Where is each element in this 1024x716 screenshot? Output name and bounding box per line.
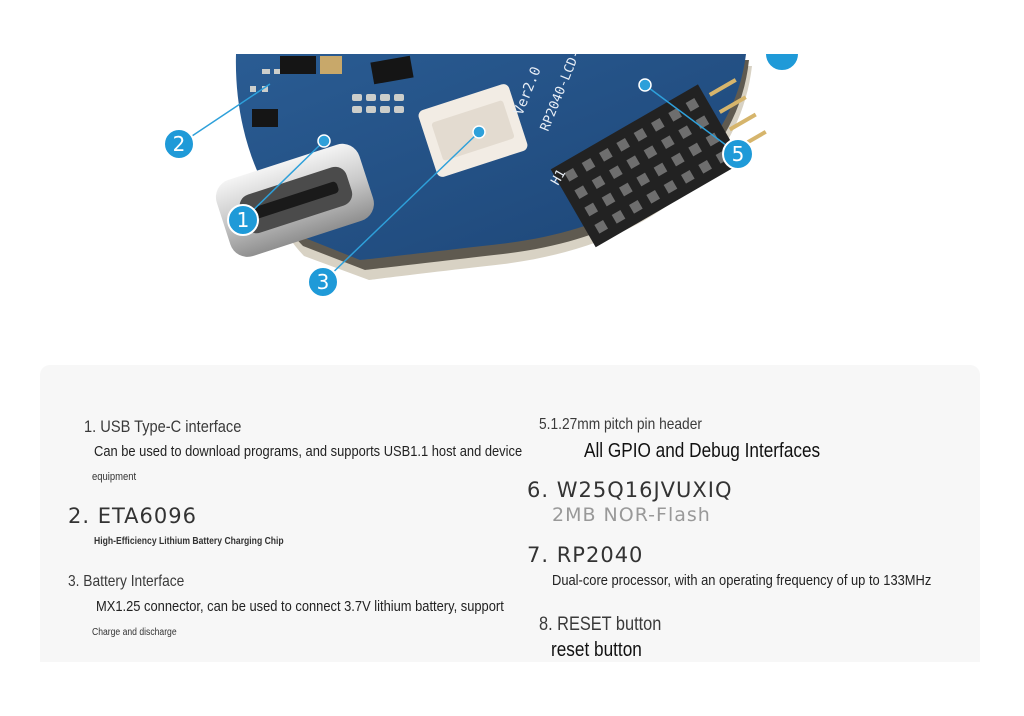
feature-2-desc: High-Efficiency Lithium Battery Charging… [94,536,284,547]
callout-3: 3 [307,266,339,298]
silkscreen-h1: H1 [548,167,569,188]
feature-6-desc: 2MB NOR-Flash [552,504,711,526]
feature-5-heading: 5.1.27mm pitch pin header [539,416,702,433]
feature-3-heading: 3. Battery Interface [68,573,185,590]
feature-3-desc-cont: Charge and discharge [92,627,177,638]
board-illustration: Ver2.0 RP2040-LCD-1.28 H1 [179,19,800,283]
callout-5: 5 [722,138,754,170]
feature-1-desc-cont: equipment [92,471,137,483]
feature-2-heading: 2. ETA6096 [68,504,197,528]
product-photo: Ver2.0 RP2040-LCD-1.28 H1 1 2 3 5 [0,19,1024,354]
features-card: 1. USB Type-C interface Can be used to d… [40,365,980,662]
feature-3-desc: MX1.25 connector, can be used to connect… [96,598,504,615]
feature-7-heading: 7. RP2040 [527,543,644,567]
feature-1-desc: Can be used to download programs, and su… [94,443,523,460]
feature-8-heading: 8. RESET button [539,614,662,635]
feature-7-desc: Dual-core processor, with an operating f… [552,572,932,589]
callout-2: 2 [163,128,195,160]
callout-1: 1 [227,204,259,236]
feature-5-desc: All GPIO and Debug Interfaces [584,440,821,462]
feature-6-heading: 6. W25Q16JVUXIQ [527,478,733,502]
feature-1-heading: 1. USB Type-C interface [84,417,242,436]
feature-8-desc: reset button [551,639,642,661]
